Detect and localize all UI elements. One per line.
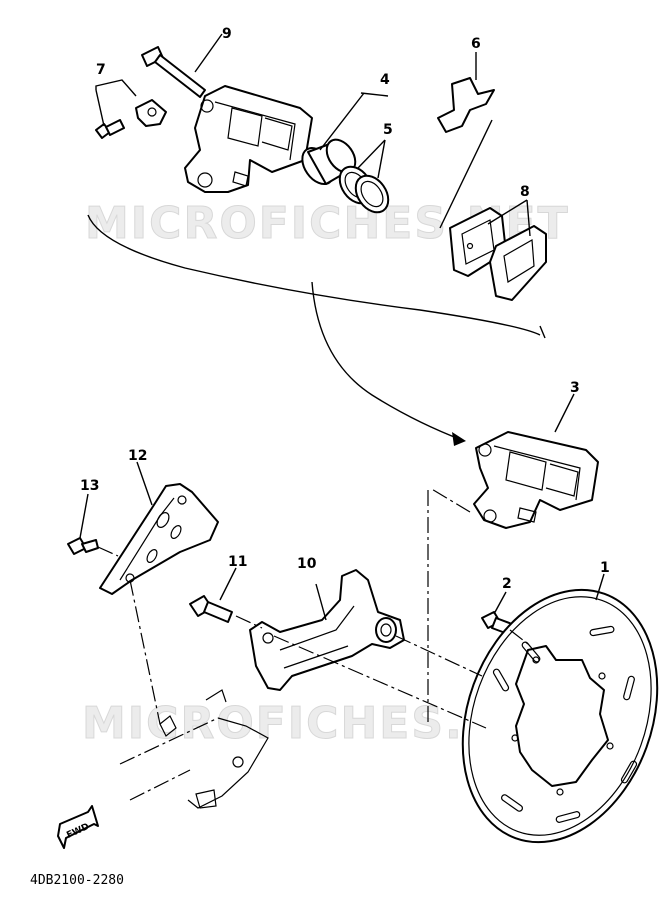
group-bracket-line	[87, 214, 541, 336]
part-1-brake-disc	[461, 573, 659, 844]
callout-leaders-top	[95, 33, 531, 237]
group-bracket-end	[539, 325, 546, 339]
part-6-pad-spring	[437, 77, 495, 133]
callout-10: 10	[297, 556, 317, 572]
callout-9: 9	[222, 26, 232, 42]
part-calliper-body-exploded	[184, 85, 313, 193]
swingarm-outline	[119, 689, 269, 809]
diagram-code: 4DB2100-2280	[30, 873, 124, 888]
part-3-calliper-assembly	[473, 393, 599, 529]
assembly-centerlines	[129, 487, 529, 729]
part-13-small-bolt	[67, 493, 119, 557]
assembly-arrow-line	[311, 281, 463, 441]
part-7-bleed-screw	[95, 99, 167, 139]
callout-5: 5	[383, 122, 393, 138]
callout-4: 4	[380, 72, 390, 88]
part-4-piston	[301, 138, 357, 186]
part-8-brake-pads	[449, 207, 547, 301]
fwd-arrow-icon: FWD	[57, 805, 99, 849]
callout-7: 7	[96, 62, 106, 78]
callout-1: 1	[600, 560, 610, 576]
callout-13: 13	[80, 478, 99, 494]
callout-6: 6	[471, 36, 481, 52]
callout-11: 11	[228, 554, 247, 570]
callout-8: 8	[520, 184, 530, 200]
part-12-guard-plate	[99, 461, 219, 595]
part-9-pin-bolt	[141, 46, 206, 98]
callout-3: 3	[570, 380, 580, 396]
callout-12: 12	[128, 448, 147, 464]
part-10-calliper-bracket	[249, 569, 405, 691]
assembly-arrow-head	[452, 432, 466, 446]
callout-2: 2	[502, 576, 512, 592]
part-11-bolt	[189, 567, 237, 623]
part-5-seals	[338, 165, 390, 214]
